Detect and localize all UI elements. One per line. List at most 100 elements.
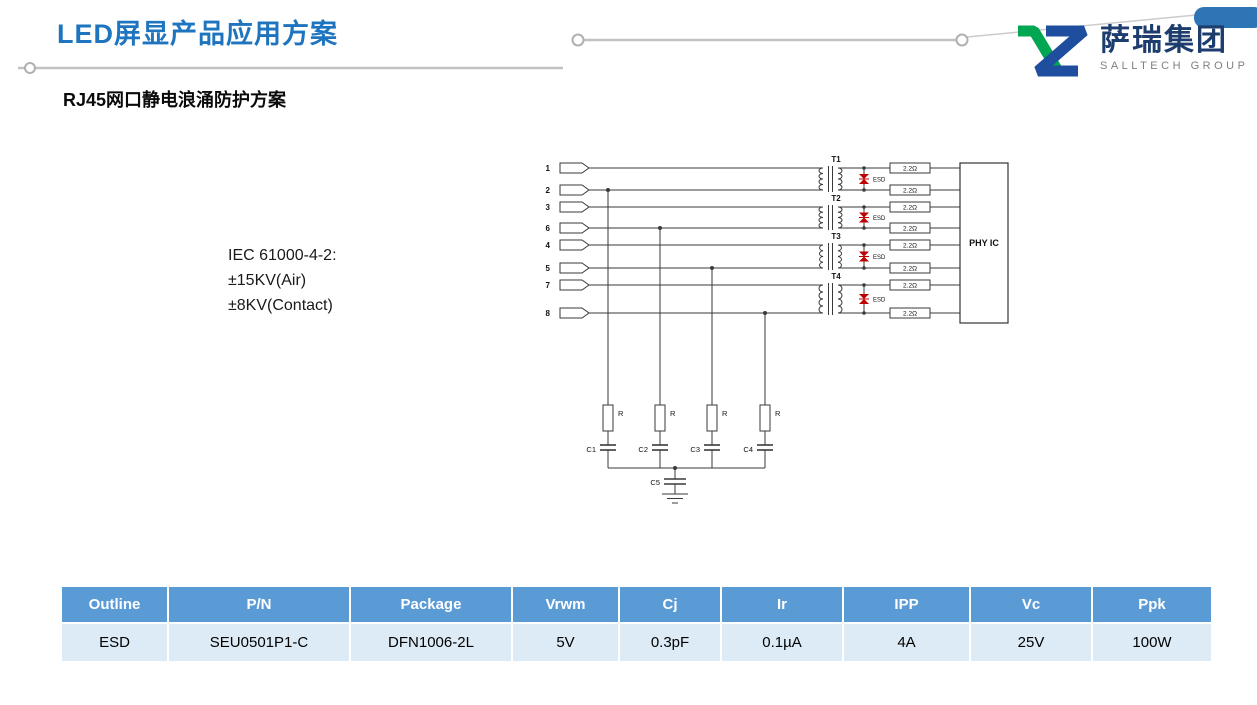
transformer-t1: T1 [818,155,843,192]
pin-2: 2 [546,184,823,196]
capacitor-c3: C3 [690,444,720,468]
capacitor-c1: C1 [586,444,616,468]
series-resistor-5: 2.2Ω [838,239,960,251]
table-header-ppk: Ppk [1093,587,1211,622]
ground-symbol [662,493,688,504]
logo-mark-icon [1018,25,1088,77]
svg-text:2: 2 [546,186,551,195]
svg-text:2.2Ω: 2.2Ω [903,243,917,250]
series-resistor-1: 2.2Ω [838,162,960,174]
logo-text: 萨瑞集团 SALLTECH GROUP [1100,24,1248,72]
svg-text:R: R [722,409,728,418]
svg-text:C3: C3 [690,445,700,454]
iec-spec-line-3: ±8KV(Contact) [228,297,333,314]
svg-text:2.2Ω: 2.2Ω [903,166,917,173]
pin-3: 3 [546,201,823,213]
svg-text:7: 7 [546,281,551,290]
termination-resistor-1: R [602,404,624,445]
svg-text:2.2Ω: 2.2Ω [903,266,917,273]
table-header-ir: Ir [722,587,842,622]
table-header-ipp: IPP [844,587,969,622]
section-subtitle: RJ45网口静电浪涌防护方案 [63,90,287,110]
transformer-t3: T3 [819,232,842,270]
table-cell-ir: 0.1µA [722,624,842,661]
svg-text:R: R [670,409,676,418]
series-resistor-6: 2.2Ω [838,262,960,274]
svg-text:2.2Ω: 2.2Ω [903,188,917,195]
table-cell-vc: 25V [971,624,1091,661]
svg-text:6: 6 [546,224,551,233]
iec-spec-line-2: ±15KV(Air) [228,272,307,289]
svg-text:2.2Ω: 2.2Ω [903,311,917,318]
termination-resistor-2: R [654,404,676,445]
table-cell-package: DFN1006-2L [351,624,511,661]
svg-text:ESD: ESD [873,178,886,184]
logo-company-name: 萨瑞集团 [1100,24,1228,57]
svg-text:PHY IC: PHY IC [969,238,999,248]
capacitor-c5: C5 [650,466,686,494]
pin-1: 1 [546,162,823,174]
svg-text:R: R [618,409,624,418]
table-cell-ppk: 100W [1093,624,1211,661]
logo-company-subtitle: SALLTECH GROUP [1100,60,1249,72]
table-cell-vrwm: 5V [513,624,618,661]
iec-spec-line-1: IEC 61000-4-2: [228,247,337,264]
table-header-package: Package [351,587,511,622]
pin-6: 6 [546,222,823,234]
svg-text:5: 5 [546,264,551,273]
table-header-vc: Vc [971,587,1091,622]
series-resistor-7: 2.2Ω [838,279,960,291]
series-resistor-8: 2.2Ω [838,307,960,319]
esd-diode-t1: ESD [859,166,886,192]
svg-text:1: 1 [546,164,551,173]
svg-text:ESD: ESD [873,216,886,222]
series-resistor-2: 2.2Ω [838,184,960,196]
table-header-cj: Cj [620,587,720,622]
svg-text:C1: C1 [586,445,596,454]
company-logo: 萨瑞集团 SALLTECH GROUP [1012,24,1248,78]
table-cell-ipp: 4A [844,624,969,661]
svg-text:2.2Ω: 2.2Ω [903,226,917,233]
svg-text:C5: C5 [650,478,660,487]
pin-4: 4 [546,239,823,251]
svg-text:T2: T2 [831,194,841,203]
termination-resistor-4: R [759,404,781,445]
page-title: LED屏显产品应用方案 [57,19,338,49]
svg-text:ESD: ESD [873,298,886,304]
termination-network [606,188,767,405]
transformer-t2: T2 [818,194,843,230]
svg-text:8: 8 [546,309,551,318]
phy-ic: PHY IC [959,162,1009,324]
pin-5: 5 [546,262,823,274]
table-cell-pn: SEU0501P1-C [169,624,349,661]
esd-diode-t4: ESD [859,283,886,315]
esd-diode-t2: ESD [859,205,886,230]
capacitor-c4: C4 [743,444,773,468]
svg-text:C2: C2 [638,445,648,454]
svg-text:4: 4 [546,241,551,250]
table-header-outline: Outline [62,587,167,622]
iec-spec-note: IEC 61000-4-2: ±15KV(Air) ±8KV(Contact) [228,243,337,318]
table-cell-outline: ESD [62,624,167,661]
svg-text:T3: T3 [831,232,841,241]
table-cell-cj: 0.3pF [620,624,720,661]
svg-text:R: R [775,409,781,418]
series-resistor-3: 2.2Ω [838,201,960,213]
svg-text:T4: T4 [831,272,841,281]
pin-7: 7 [546,279,823,291]
svg-text:ESD: ESD [873,255,886,261]
table-header-pn: P/N [169,587,349,622]
svg-text:3: 3 [546,203,551,212]
svg-text:C4: C4 [743,445,753,454]
esd-diode-t3: ESD [859,243,886,270]
svg-text:T1: T1 [831,155,841,164]
termination-resistor-3: R [706,404,728,445]
series-resistor-4: 2.2Ω [838,222,960,234]
table-header-vrwm: Vrwm [513,587,618,622]
svg-text:2.2Ω: 2.2Ω [903,205,917,212]
circuit-diagram: 1 2 3 6 4 5 7 [546,155,1009,504]
spec-table: Outline P/N Package Vrwm Cj Ir IPP Vc Pp… [62,587,1211,661]
svg-text:2.2Ω: 2.2Ω [903,283,917,290]
capacitor-c2: C2 [638,444,668,468]
